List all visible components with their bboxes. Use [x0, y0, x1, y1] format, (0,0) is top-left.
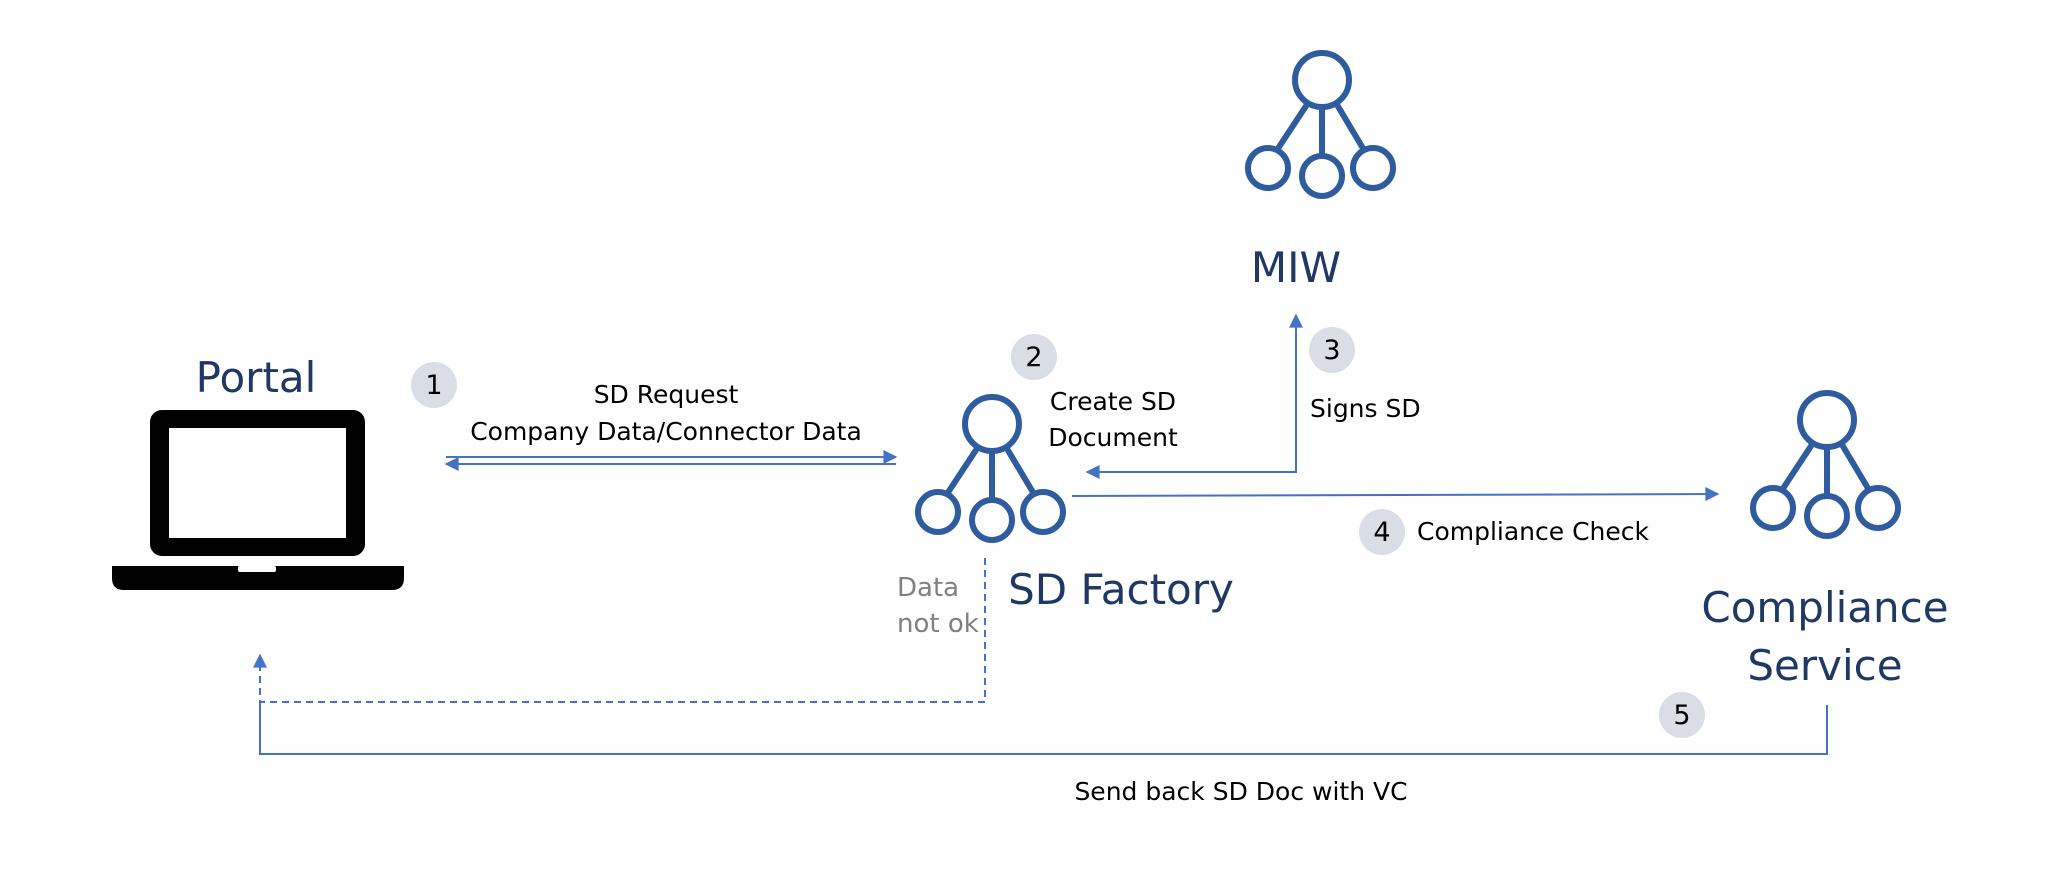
compliance-service-icon	[1750, 390, 1901, 539]
arrow-miw-to-factory	[1085, 313, 1303, 479]
step-4-label: Compliance Check	[1417, 517, 1650, 546]
arrow-data-not-ok	[253, 558, 986, 703]
compliance-service-title-line1: Compliance	[1701, 583, 1948, 632]
step-3-badge: 3	[1309, 327, 1355, 373]
compliance-service-title-line2: Service	[1747, 641, 1902, 690]
step-4-number: 4	[1373, 517, 1390, 548]
step-2-label-line2: Document	[1048, 423, 1178, 452]
step-3-label: Signs SD	[1310, 394, 1421, 423]
miw-icon	[1245, 50, 1396, 199]
portal-title: Portal	[196, 353, 317, 402]
step-2-badge: 2	[1011, 334, 1057, 380]
step-1-label-line1: SD Request	[594, 380, 739, 409]
step-1-label-line2: Company Data/Connector Data	[470, 417, 862, 446]
arrow-compliance-to-portal	[259, 702, 1828, 755]
arrow-factory-to-compliance	[1071, 487, 1720, 502]
step-2-label-line1: Create SD	[1050, 387, 1176, 416]
step-5-badge: 5	[1659, 692, 1705, 738]
error-label-line1: Data	[897, 573, 959, 603]
error-label-line2: not ok	[897, 609, 979, 639]
miw-title: MIW	[1251, 243, 1341, 292]
step-5-number: 5	[1673, 700, 1690, 731]
step-1-badge: 1	[411, 362, 457, 408]
step-3-number: 3	[1323, 335, 1340, 366]
laptop-icon	[112, 410, 404, 590]
step-5-label: Send back SD Doc with VC	[1074, 777, 1407, 806]
step-2-number: 2	[1025, 342, 1042, 373]
step-1-number: 1	[425, 370, 442, 401]
sd-factory-title: SD Factory	[1008, 565, 1234, 614]
step-4-badge: 4	[1359, 509, 1405, 555]
sd-factory-icon	[915, 394, 1066, 543]
